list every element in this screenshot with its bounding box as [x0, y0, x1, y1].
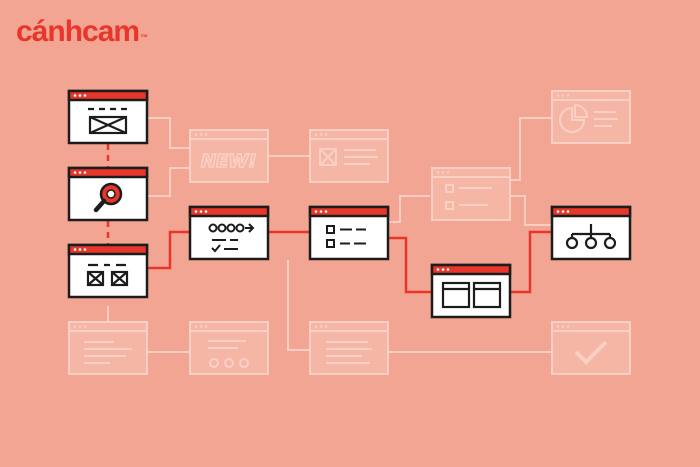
card-faded-list	[431, 167, 511, 221]
magnifier-icon	[93, 182, 123, 213]
sitemap-icon	[565, 224, 617, 250]
trademark-mark: ™	[140, 33, 148, 42]
card-image-placeholder[interactable]	[67, 89, 149, 145]
card-progress-steps[interactable]	[188, 205, 270, 261]
card-faded-checkmark	[551, 321, 631, 375]
faded-cards: NEW!	[68, 90, 631, 375]
card-faded-article	[309, 129, 389, 183]
active-connectors	[106, 144, 552, 294]
card-checklist[interactable]	[308, 205, 390, 261]
brand-logo: cánhcam™	[16, 12, 148, 52]
faded-connectors	[107, 117, 552, 353]
card-faded-paragraph	[309, 321, 389, 375]
card-faded-pie-chart	[551, 90, 631, 144]
new-badge-text: NEW!	[201, 151, 256, 172]
card-split-columns[interactable]	[430, 263, 512, 319]
card-search[interactable]	[67, 166, 149, 222]
card-faded-carousel	[189, 321, 269, 375]
card-new-badge: NEW!	[189, 129, 269, 183]
card-sitemap[interactable]	[550, 205, 632, 261]
card-image-compare[interactable]	[67, 243, 149, 299]
brand-logo-text: cánhcam	[16, 15, 140, 48]
card-faded-text	[68, 321, 148, 375]
